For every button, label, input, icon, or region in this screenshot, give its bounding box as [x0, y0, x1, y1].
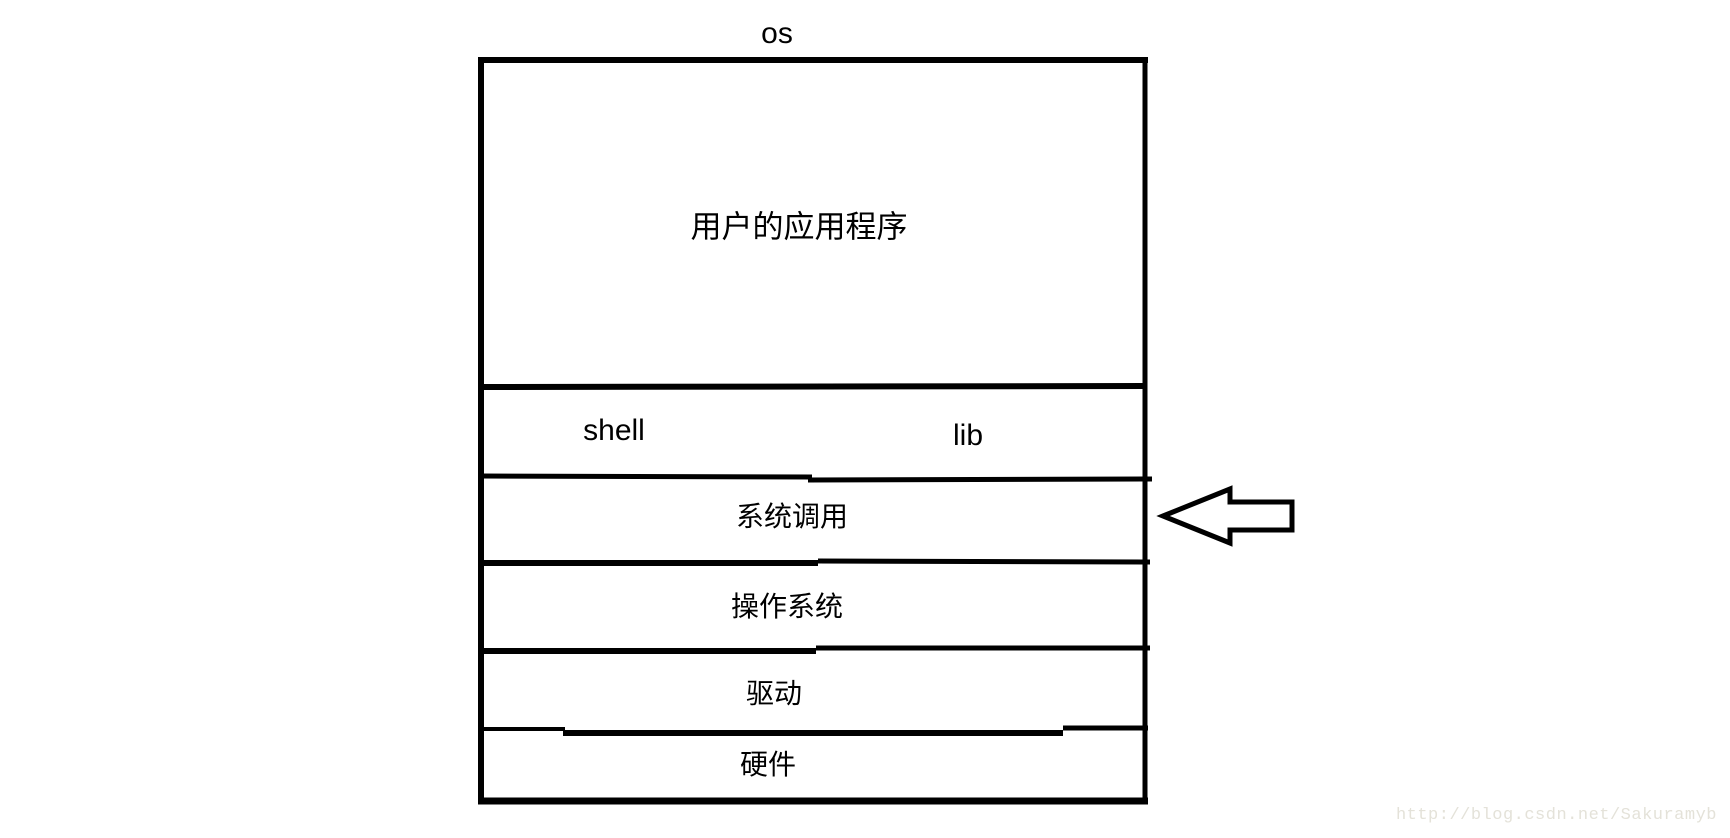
layer-user-apps-label: 用户的应用程序 [690, 209, 908, 245]
layer-operating-system-label: 操作系统 [730, 591, 844, 622]
left-arrow-icon [1156, 485, 1295, 547]
layer-driver-label: 驱动 [745, 678, 803, 709]
layer-separator-lines [480, 383, 1153, 736]
layer-hardware-label: 硬件 [739, 749, 797, 780]
layer-system-call-label: 系统调用 [735, 501, 849, 532]
layer-shell-label: shell [583, 414, 645, 447]
diagram-title: os [761, 17, 793, 50]
watermark-text: http://blog.csdn.net/Sakuramyb [1395, 806, 1717, 825]
layer-lib-label: lib [952, 419, 984, 452]
stack-box-outline [478, 57, 1148, 805]
